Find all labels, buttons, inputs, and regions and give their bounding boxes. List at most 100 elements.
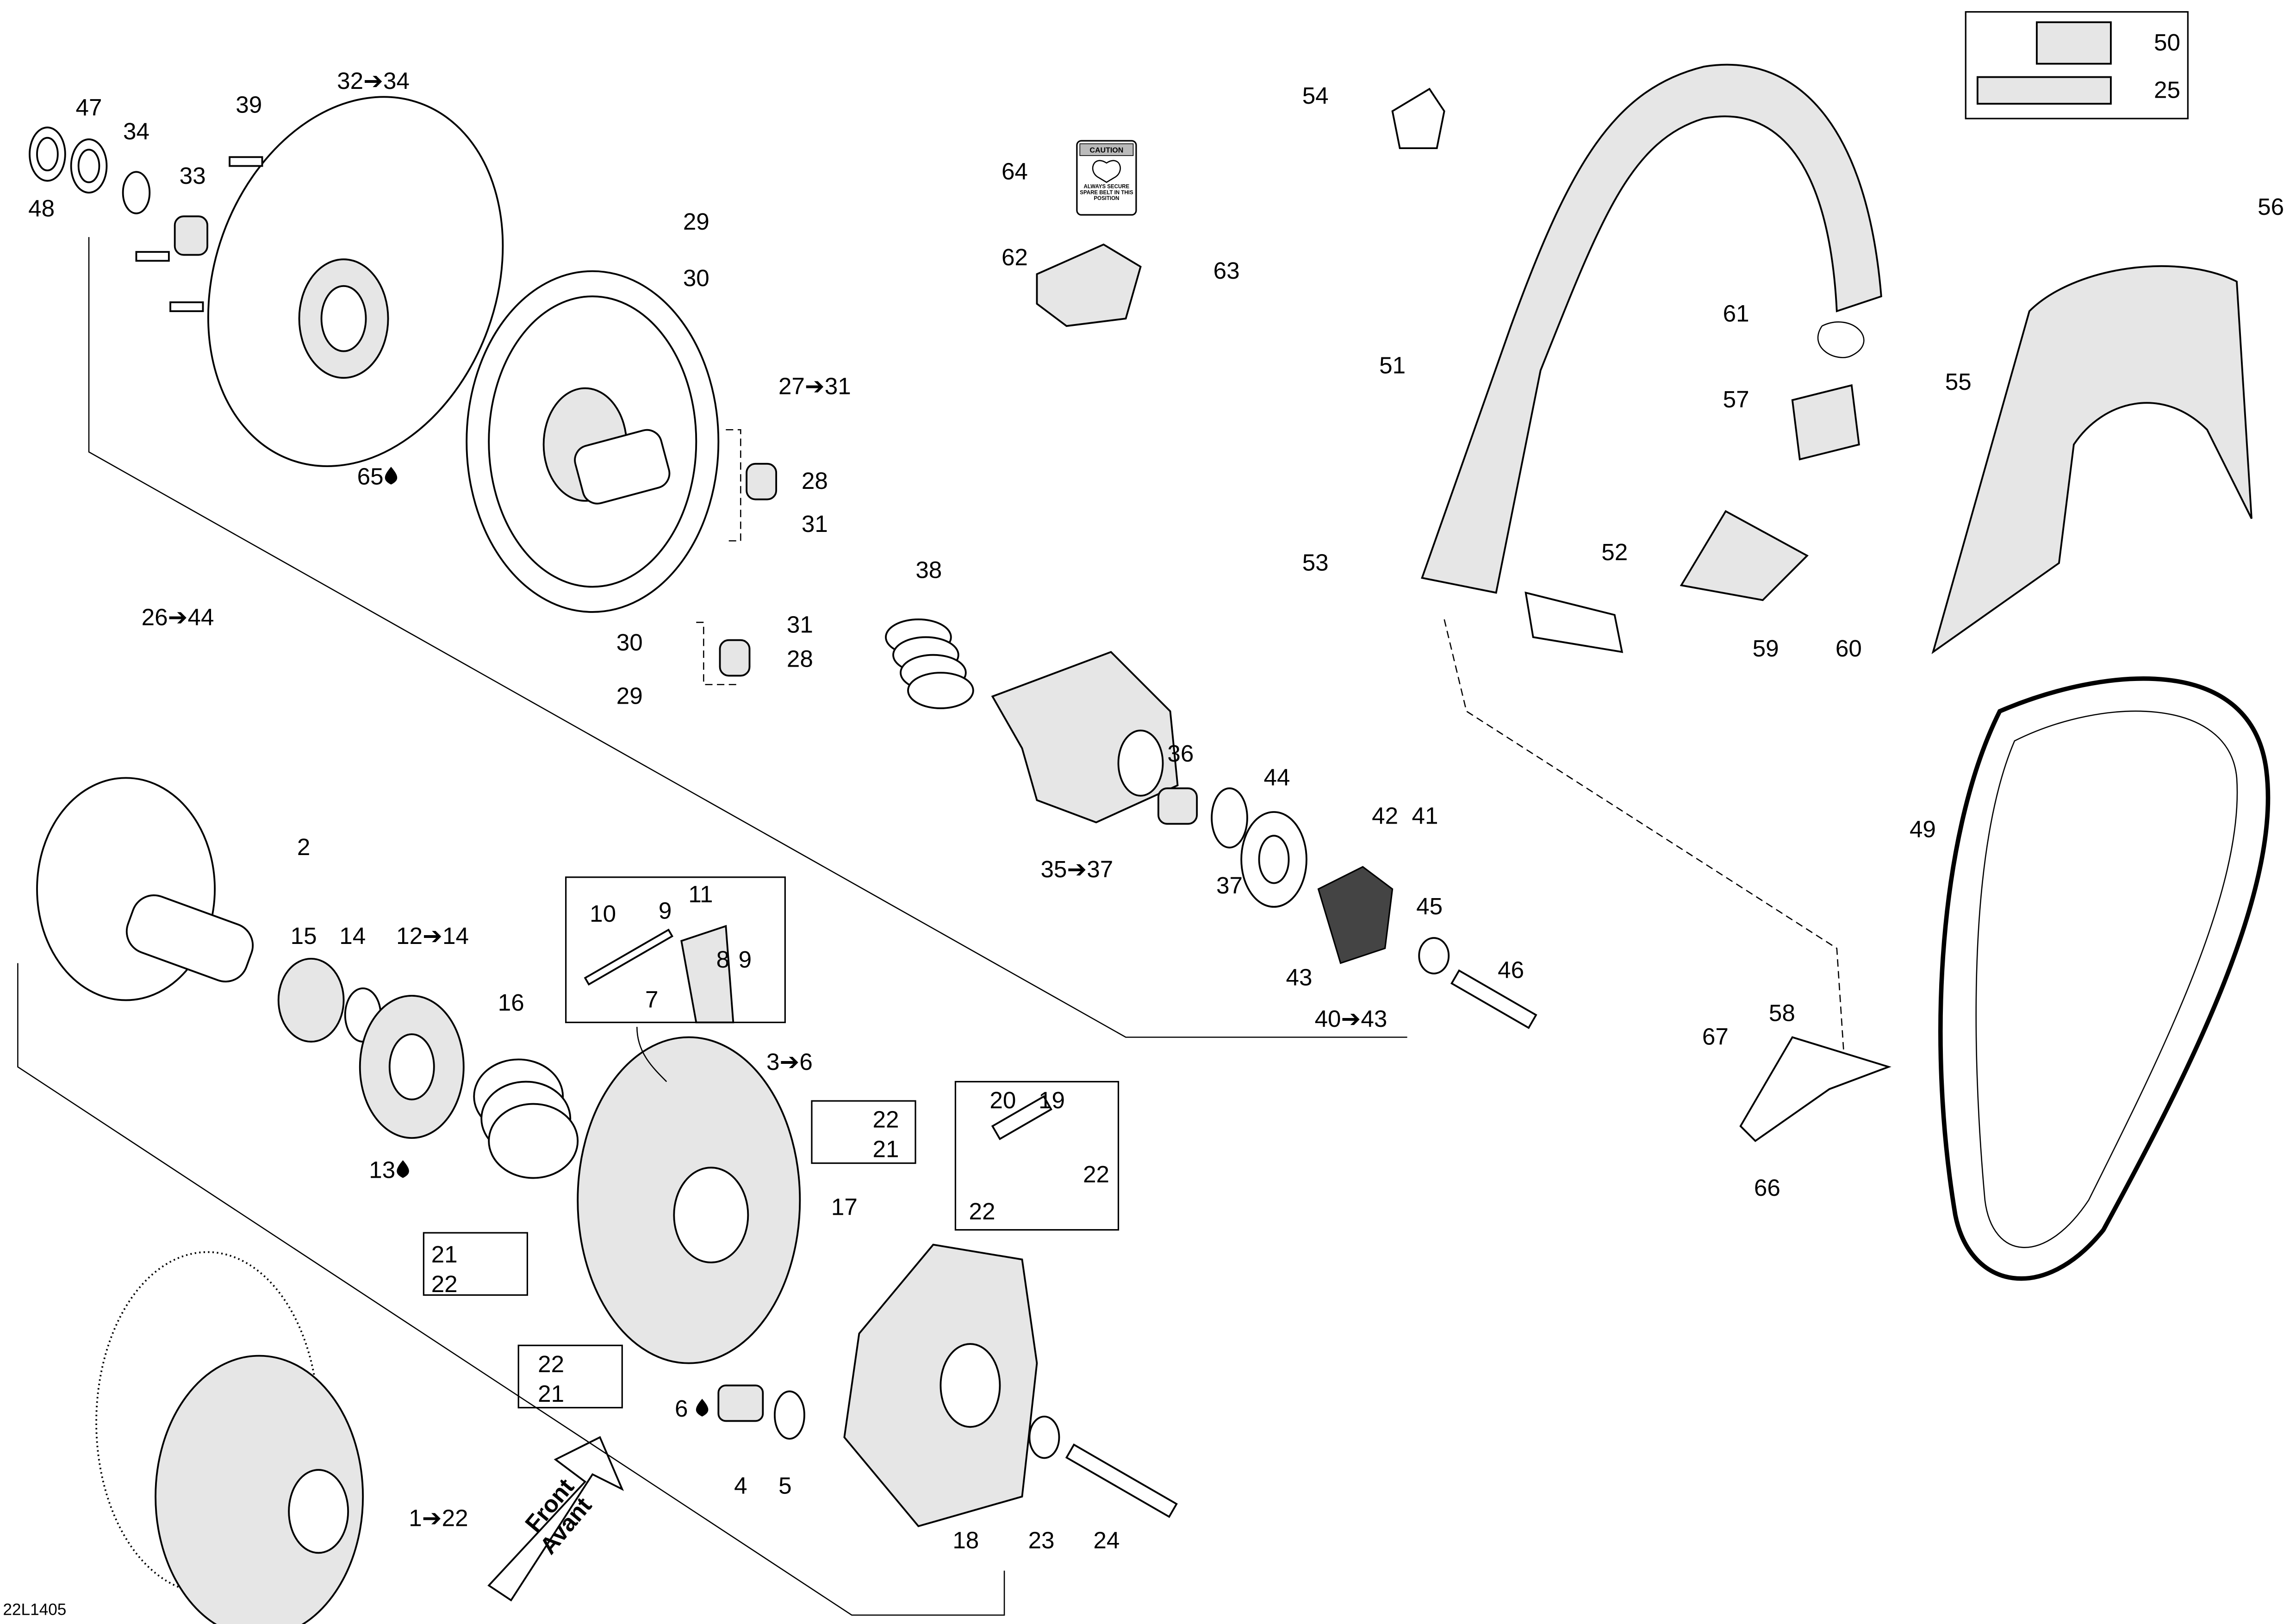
detail-box-22-21-c — [517, 1344, 623, 1409]
rivets-39 — [135, 156, 263, 312]
bushing-33 — [174, 215, 209, 256]
callout-38: 38 — [915, 556, 942, 583]
drawing-code: 22L1405 — [3, 1601, 66, 1619]
callout-31: 31 — [802, 511, 828, 537]
callout-43: 43 — [1286, 964, 1312, 990]
callout-10: 10 — [590, 900, 616, 927]
drive-belt-inner-edge — [1975, 710, 2238, 1248]
callout-30: 30 — [616, 629, 643, 656]
callout-22: 22 — [538, 1351, 564, 1377]
callout-50: 50 — [2154, 29, 2180, 56]
callout-27-to-31: 27➔31 — [778, 373, 851, 399]
callout-19: 19 — [1039, 1087, 1065, 1113]
callout-22: 22 — [969, 1198, 996, 1224]
callout-55: 55 — [1945, 369, 1972, 395]
callout-4: 4 — [734, 1472, 747, 1499]
callout-60: 60 — [1836, 635, 1862, 662]
roller-pin-20 — [991, 1095, 1052, 1140]
bearing-15 — [277, 957, 345, 1043]
callout-64: 64 — [1002, 158, 1028, 184]
lubricant-drop-icon — [385, 467, 398, 485]
spring-16 — [473, 1058, 579, 1179]
callout-6: 6 — [675, 1395, 688, 1422]
driven-movable-sheave — [466, 270, 720, 613]
lubricant-drop-icon — [696, 1399, 709, 1417]
pin-61 — [1817, 321, 1865, 358]
detail-arrow — [636, 1027, 667, 1082]
driven-fixed-sheave — [207, 96, 504, 467]
assembly-line-26-44 — [88, 237, 1407, 1038]
callout-66: 66 — [1754, 1174, 1780, 1201]
callout-34: 34 — [123, 118, 149, 144]
callout-23: 23 — [1028, 1527, 1055, 1554]
callout-62: 62 — [1002, 244, 1028, 270]
drive-movable-sheave — [577, 1036, 801, 1364]
assembly-line-1-22 — [17, 963, 1005, 1616]
callout-12-to-14: 12➔14 — [396, 923, 469, 949]
circlip-37 — [1211, 787, 1248, 849]
callout-56: 56 — [2258, 194, 2284, 220]
roller-28-lower — [719, 639, 751, 677]
roller-group-bracket — [696, 429, 741, 686]
belt-loop-icon — [1092, 160, 1121, 183]
drive-pulley-assembly — [95, 1251, 364, 1624]
callout-53: 53 — [1302, 549, 1329, 575]
callout-32-to-34: 32➔34 — [337, 68, 410, 94]
callout-58: 58 — [1769, 999, 1795, 1026]
callout-5: 5 — [778, 1472, 791, 1499]
bracket-58 — [1739, 1036, 1892, 1143]
callout-29: 29 — [616, 682, 643, 709]
detail-box-arm — [565, 876, 786, 1024]
caution-label-64: CAUTION ALWAYS SECURE SPARE BELT IN THIS… — [1076, 140, 1137, 216]
lever-8 — [680, 924, 734, 1024]
callout-21: 21 — [431, 1241, 458, 1268]
callout-52: 52 — [1601, 539, 1628, 565]
callout-13: 13 — [369, 1157, 395, 1183]
callout-11: 11 — [688, 881, 713, 907]
callout-65: 65 — [357, 463, 384, 490]
callout-45: 45 — [1416, 893, 1443, 919]
callout-21: 21 — [873, 1136, 899, 1162]
callout-44: 44 — [1263, 764, 1290, 790]
callout-39: 39 — [236, 91, 262, 118]
callout-46: 46 — [1498, 956, 1524, 983]
callout-17: 17 — [831, 1194, 858, 1220]
pin-10 — [584, 928, 674, 986]
callout-9: 9 — [659, 897, 672, 924]
callout-47: 47 — [76, 94, 102, 121]
bushing-4 — [717, 1384, 764, 1422]
callout-26-to-44: 26➔44 — [142, 604, 214, 631]
callout-41: 41 — [1412, 803, 1438, 829]
circlip-34 — [122, 171, 151, 214]
callout-22: 22 — [873, 1106, 899, 1133]
callout-3-to-6: 3➔6 — [766, 1049, 813, 1075]
washers-47-48 — [29, 126, 108, 194]
caution-sticker-title: CAUTION — [1089, 147, 1123, 155]
callout-8: 8 — [716, 946, 729, 973]
belt-guard-55 — [1931, 265, 2252, 655]
callout-40-to-43: 40➔43 — [1315, 1006, 1388, 1032]
callout-2: 2 — [297, 834, 310, 860]
callout-24: 24 — [1093, 1527, 1120, 1554]
callout-51: 51 — [1379, 352, 1406, 379]
callout-59: 59 — [1753, 635, 1779, 662]
callout-9: 9 — [739, 946, 752, 973]
cam-bore — [1117, 730, 1164, 797]
callout-18: 18 — [952, 1527, 979, 1554]
callout-37: 37 — [1216, 872, 1243, 899]
callout-16: 16 — [498, 989, 524, 1016]
spring-38 — [885, 618, 974, 709]
bolt-24 — [1065, 1443, 1178, 1518]
front-arrow-icon: Front Avant — [487, 1436, 624, 1602]
drive-belt-49 — [1938, 676, 2271, 1281]
callout-63: 63 — [1213, 257, 1240, 284]
bushing-36 — [1157, 787, 1198, 825]
callout-22: 22 — [431, 1271, 458, 1297]
circlip-5 — [774, 1390, 805, 1440]
callout-67: 67 — [1702, 1024, 1729, 1050]
callout-28: 28 — [787, 645, 813, 672]
callout-1-to-22: 1➔22 — [409, 1505, 468, 1531]
